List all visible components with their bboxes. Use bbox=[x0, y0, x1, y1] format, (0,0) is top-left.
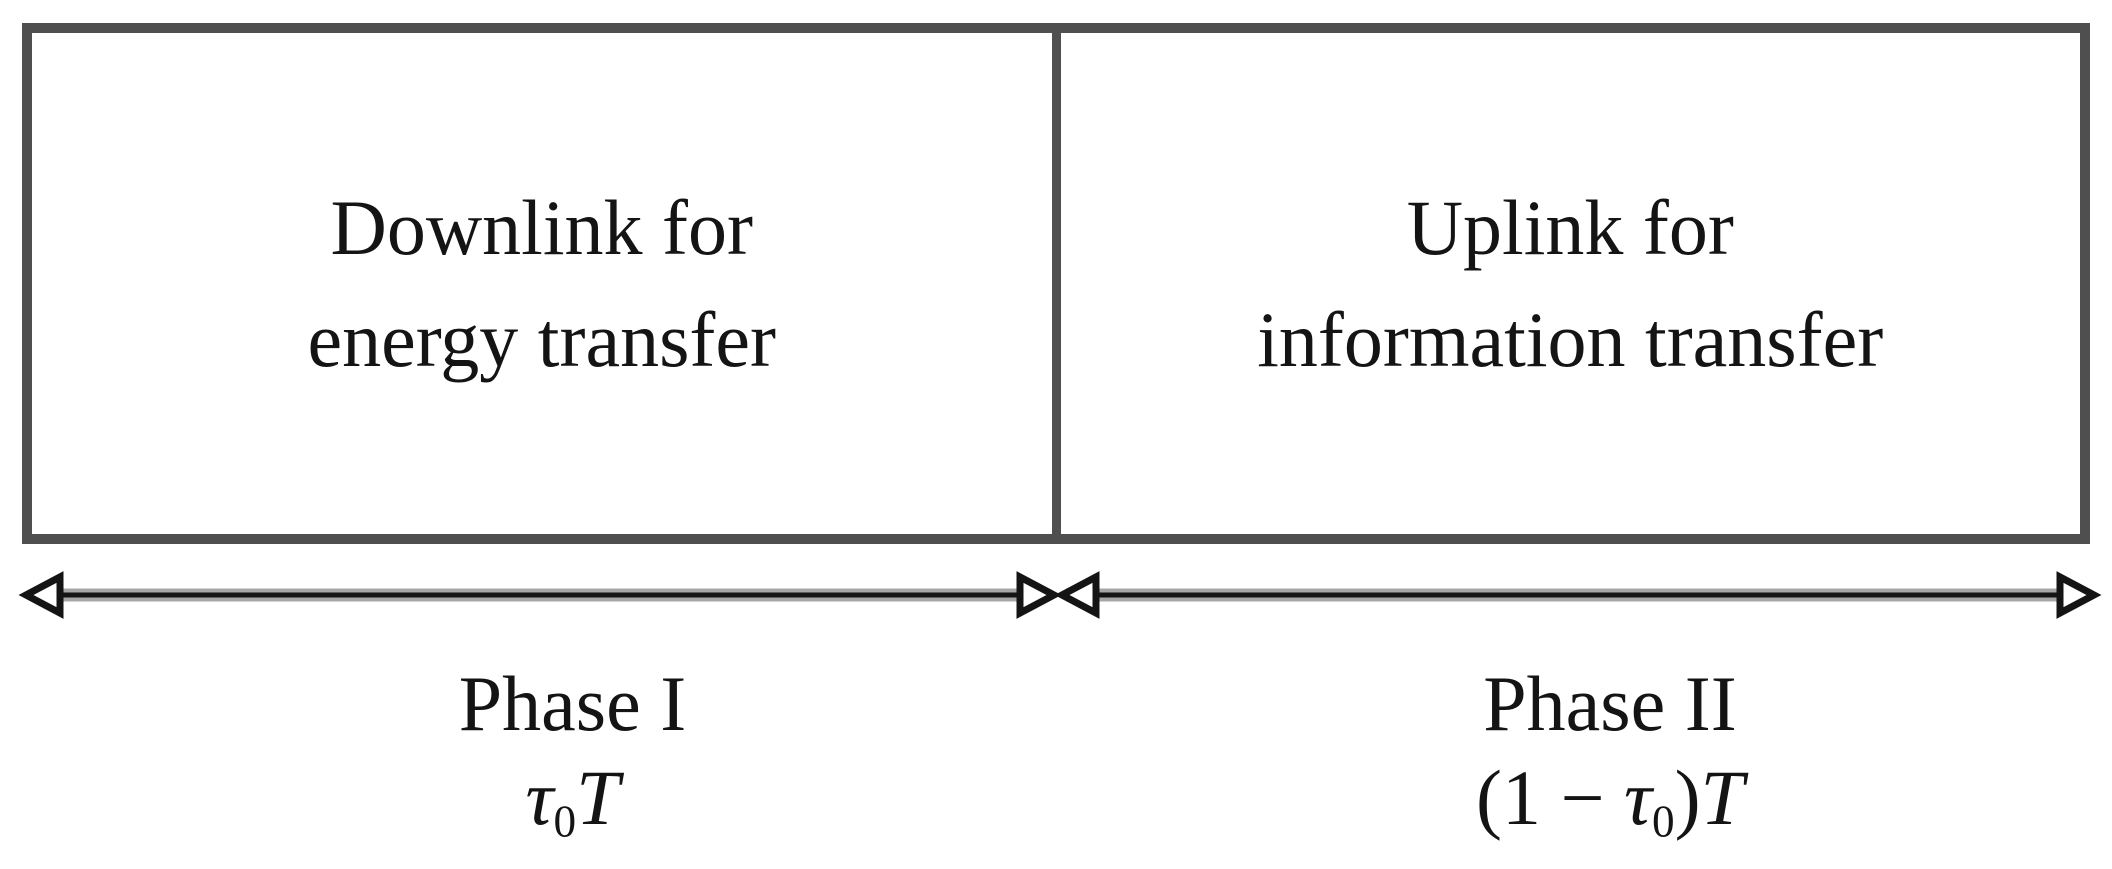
T-symbol: T bbox=[576, 754, 620, 841]
downlink-slot-label-line1: Downlink for bbox=[330, 183, 753, 271]
frame-box: Downlink for energy transfer Uplink for … bbox=[22, 23, 2090, 544]
downlink-slot-label-line2: energy transfer bbox=[307, 295, 777, 383]
double-headed-arrow-icon bbox=[1054, 571, 2102, 619]
tau-subscript: 0 bbox=[553, 796, 577, 847]
phase2-duration-formula: (1 − τ0)T bbox=[1075, 750, 2112, 846]
uplink-slot-label-line1: Uplink for bbox=[1406, 183, 1734, 271]
close-paren: ) bbox=[1674, 754, 1701, 841]
phase2-name: Phase II bbox=[1483, 660, 1737, 747]
phase2-label-block: Phase II (1 − τ0)T bbox=[1075, 658, 2112, 846]
downlink-energy-transfer-slot: Downlink for energy transfer bbox=[32, 33, 1052, 534]
phase1-duration-formula: τ0T bbox=[30, 750, 1115, 846]
open-paren-one-minus: (1 − bbox=[1476, 754, 1625, 841]
uplink-slot-label-line2: information transfer bbox=[1257, 295, 1884, 383]
phase1-label-block: Phase I τ0T bbox=[30, 658, 1115, 846]
phase1-name: Phase I bbox=[458, 660, 687, 747]
T-symbol: T bbox=[1700, 754, 1744, 841]
double-headed-arrow-icon bbox=[18, 571, 1062, 619]
tau-subscript: 0 bbox=[1651, 796, 1675, 847]
uplink-information-transfer-slot: Uplink for information transfer bbox=[1051, 33, 2081, 534]
tau-symbol: τ bbox=[1624, 754, 1652, 841]
tau-symbol: τ bbox=[525, 754, 554, 841]
phase-duration-arrows bbox=[18, 571, 2102, 619]
